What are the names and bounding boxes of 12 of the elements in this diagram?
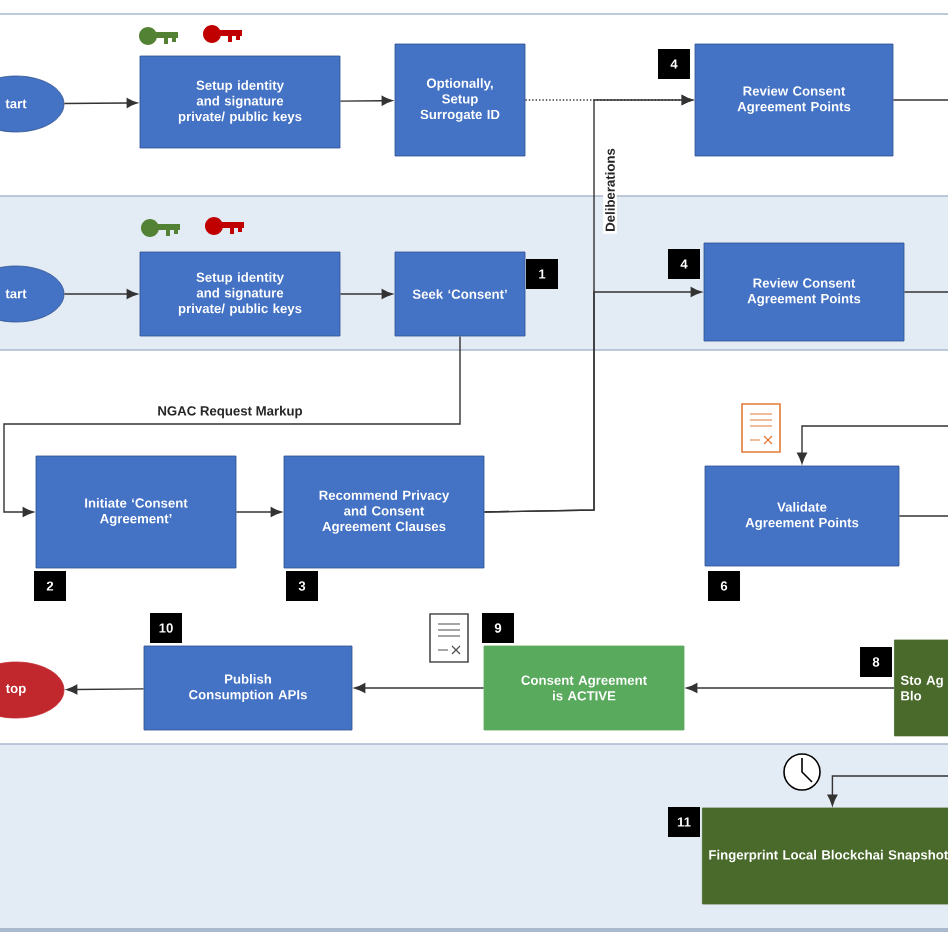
arrow bbox=[827, 775, 948, 806]
arrow bbox=[339, 95, 393, 106]
arrow bbox=[797, 425, 948, 464]
arrow bbox=[66, 684, 145, 695]
arrow bbox=[3, 335, 461, 517]
arrow bbox=[63, 289, 138, 299]
arrow bbox=[483, 287, 702, 513]
arrow bbox=[63, 98, 138, 108]
arrow bbox=[339, 289, 393, 299]
arrow bbox=[235, 507, 282, 517]
arrow bbox=[686, 683, 895, 693]
arrow bbox=[354, 683, 485, 693]
